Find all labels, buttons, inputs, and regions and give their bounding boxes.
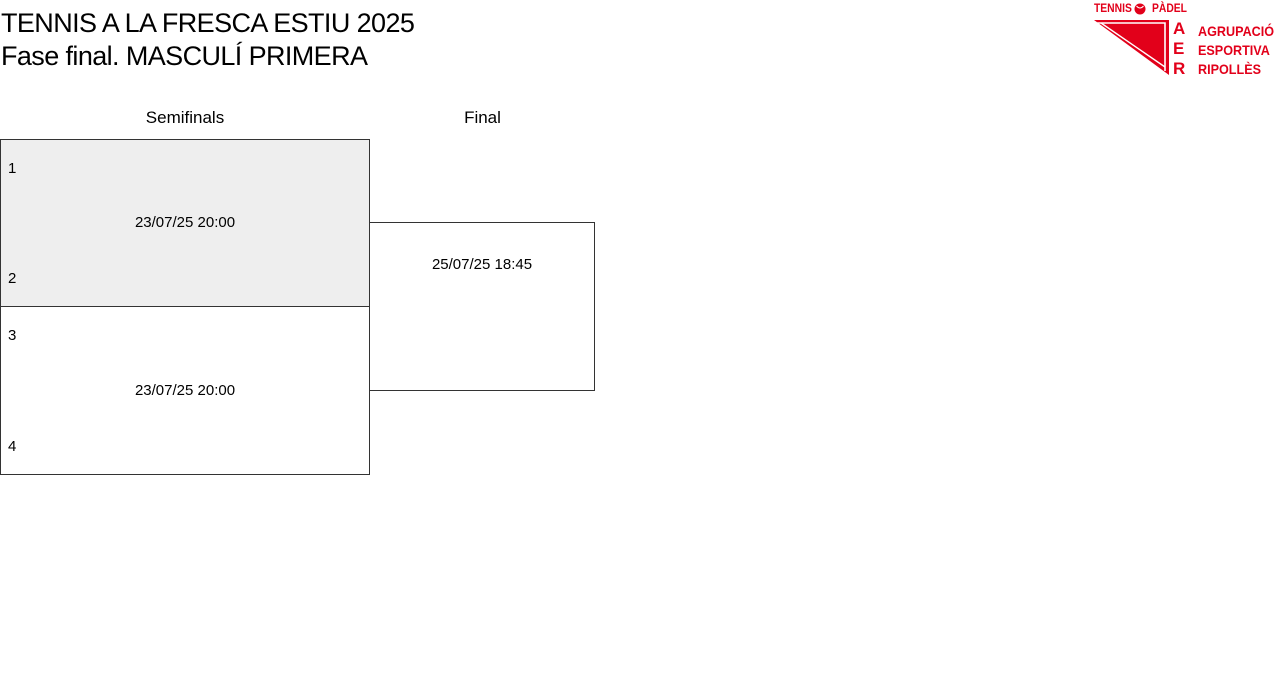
page-subtitle: Fase final. MASCULÍ PRIMERA [1,41,368,71]
page-title: TENNIS A LA FRESCA ESTIU 2025 [1,8,415,38]
seed-slot-2: 2 [8,270,17,287]
round-title-semifinals: Semifinals [145,108,225,127]
logo-line-2: ESPORTIVA [1198,42,1270,58]
final-match[interactable]: 25/07/25 18:45 [369,222,595,391]
logo-line-1: AGRUPACIÓ [1198,23,1275,39]
semifinal-match-2[interactable]: 3 23/07/25 20:00 4 [0,306,370,475]
seed-slot-3: 3 [8,327,17,344]
logo-tagline-right: PÀDEL [1152,1,1187,15]
match-datetime: 23/07/25 20:00 [134,382,236,399]
logo-letter-a: A [1173,19,1185,38]
match-datetime: 25/07/25 18:45 [431,256,533,273]
club-logo: A E R TENNIS PÀDEL AGRUPACIÓ ESPORTIVA R… [1093,1,1279,79]
title-block: TENNIS A LA FRESCA ESTIU 2025 Fase final… [1,7,415,73]
logo-line-3: RIPOLLÈS [1198,61,1262,77]
semifinal-match-1[interactable]: 1 23/07/25 20:00 2 [0,139,370,307]
match-datetime: 23/07/25 20:00 [134,214,236,231]
logo-emblem-icon: A E R [1094,3,1185,78]
seed-slot-4: 4 [8,438,17,455]
seed-slot-1: 1 [8,160,17,177]
round-title-final: Final [464,108,501,127]
logo-letter-r: R [1173,59,1185,78]
logo-tagline-left: TENNIS [1094,1,1132,15]
logo-letter-e: E [1173,39,1184,58]
